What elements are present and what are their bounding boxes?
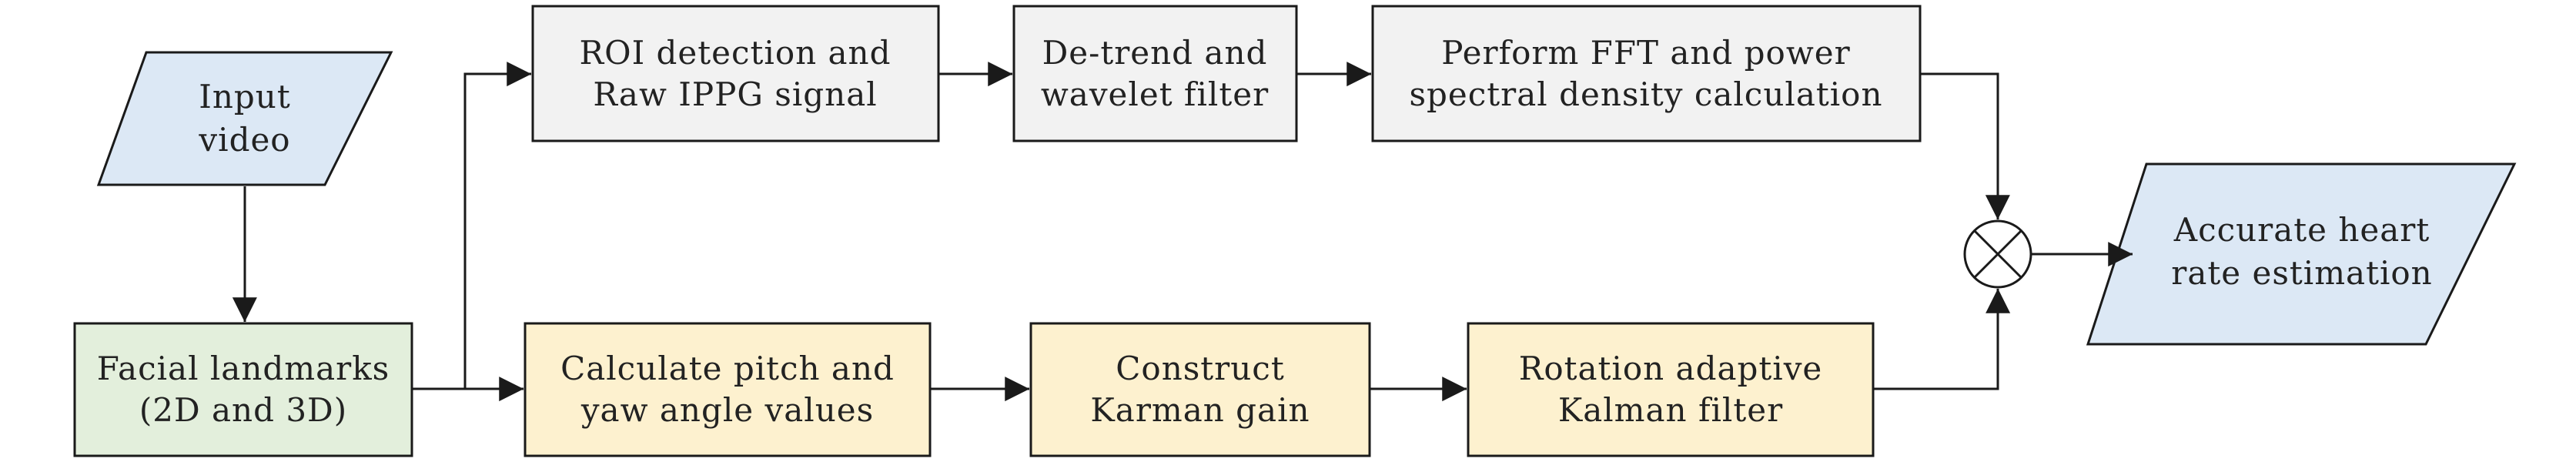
fft-node: Perform FFT and power spectral density c… [1371,5,1922,142]
heart-rate-label-line1: Accurate heart [2173,211,2430,249]
kalman-filter-label-line2: Kalman filter [1558,391,1783,429]
heart-rate-node: Accurate heart rate estimation [2086,162,2517,346]
edge-fft-to-combiner [1920,72,2010,220]
facial-landmarks-label-line1: Facial landmarks [97,350,390,387]
karman-gain-node: Construct Karman gain [1029,322,1371,457]
kalman-filter-label-line1: Rotation adaptive [1519,350,1823,387]
kalman-filter-node: Rotation adaptive Kalman filter [1467,322,1875,457]
detrend-label-line1: De-trend and [1042,34,1268,72]
roi-detection-label-line2: Raw IPPG signal [593,75,877,113]
edges [232,62,2133,402]
karman-gain-label-line1: Construct [1116,350,1284,387]
detrend-node: De-trend and wavelet filter [1012,5,1298,142]
edge-landmarks-to-roi [463,62,532,389]
edge-kalman-to-combiner [1873,288,2011,390]
pitch-yaw-label-line2: yaw angle values [580,391,874,429]
roi-detection-node: ROI detection and Raw IPPG signal [531,5,940,142]
karman-gain-label-line2: Karman gain [1090,391,1310,429]
roi-detection-label-line1: ROI detection and [580,34,892,72]
circled-times-icon [1963,219,2032,289]
input-video-node: Input video [96,51,393,186]
pitch-yaw-label-line1: Calculate pitch and [560,350,895,387]
facial-landmarks-node: Facial landmarks (2D and 3D) [73,322,413,457]
fft-label-line2: spectral density calculation [1409,75,1882,113]
facial-landmarks-label-line2: (2D and 3D) [139,391,347,429]
input-video-label-line2: video [198,121,290,159]
input-video-label-line1: Input [199,78,290,116]
fft-label-line1: Perform FFT and power [1441,34,1850,72]
heart-rate-label-line2: rate estimation [2171,254,2432,292]
pitch-yaw-node: Calculate pitch and yaw angle values [524,322,932,457]
detrend-label-line2: wavelet filter [1041,75,1269,113]
